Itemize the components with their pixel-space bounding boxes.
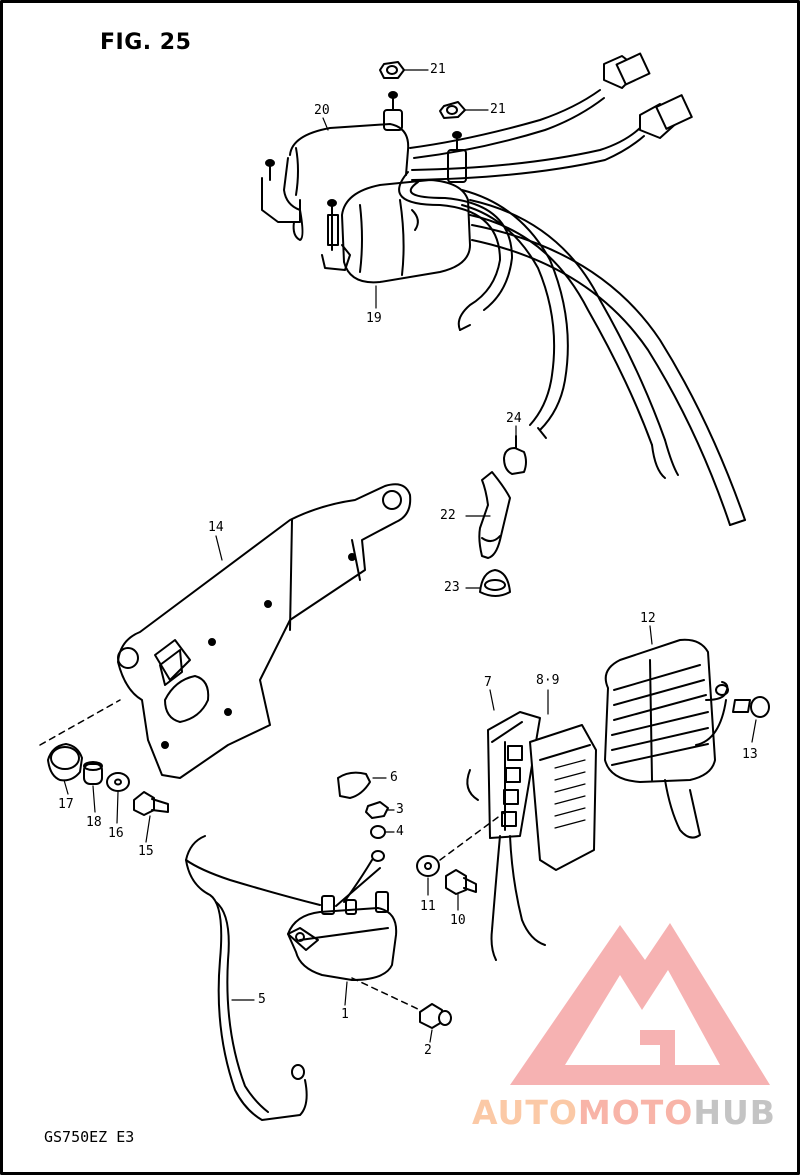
callout-11: 11 <box>420 899 436 914</box>
part-starter-relay-1 <box>287 850 421 1011</box>
figure-title: FIG. 25 <box>100 30 192 55</box>
part-nut-21b <box>439 101 466 119</box>
callout-6: 6 <box>390 770 398 785</box>
part-plug-cap-22 <box>478 471 511 559</box>
callout-8-9: 8·9 <box>536 673 560 688</box>
part-nut-3 <box>365 801 389 819</box>
watermark-triangle-mark <box>510 923 770 1085</box>
part-cap-6 <box>337 771 371 799</box>
callout-21b: 21 <box>490 102 506 117</box>
callout-3: 3 <box>396 802 404 817</box>
callout-18: 18 <box>86 815 102 830</box>
part-nut-21a <box>379 61 405 79</box>
leader-lines <box>63 69 757 1043</box>
part-washer-11 <box>416 811 506 877</box>
watermark-logo: AUTOMOTOHUB <box>470 915 790 1135</box>
callout-23: 23 <box>444 580 460 595</box>
callout-12: 12 <box>640 611 656 626</box>
part-screw-13 <box>732 696 770 718</box>
callout-2: 2 <box>424 1043 432 1058</box>
part-lead-wire-5 <box>185 835 321 1121</box>
part-bolt-15 <box>133 791 169 816</box>
callout-19: 19 <box>366 311 382 326</box>
watermark-auto: AUTO <box>472 1093 578 1132</box>
callout-24: 24 <box>506 411 522 426</box>
watermark-hub: HUB <box>693 1093 776 1132</box>
part-bracket-14 <box>39 483 412 779</box>
part-washer-4 <box>370 825 386 839</box>
callout-4: 4 <box>396 824 404 839</box>
callout-22: 22 <box>440 508 456 523</box>
callout-5: 5 <box>258 992 266 1007</box>
callout-16: 16 <box>108 826 124 841</box>
part-rectifier-12 <box>604 638 729 839</box>
part-fuse-box-7 <box>466 711 546 961</box>
watermark-wordmark: AUTOMOTOHUB <box>472 1093 776 1132</box>
callout-21a: 21 <box>430 62 446 77</box>
part-fuse-cover-89 <box>529 724 597 871</box>
part-screw-2 <box>419 1003 452 1029</box>
high-tension-cables <box>398 171 746 526</box>
watermark-moto: MOTO <box>577 1093 694 1132</box>
callout-1: 1 <box>341 1007 349 1022</box>
part-washer-16 <box>106 772 130 792</box>
part-seal-23 <box>479 569 511 597</box>
part-grommet-17 <box>47 743 83 782</box>
callout-14: 14 <box>208 520 224 535</box>
part-bolt-10 <box>445 869 477 895</box>
callout-10: 10 <box>450 913 466 928</box>
part-ignition-coil-19 <box>321 131 471 284</box>
model-code: GS750EZ E3 <box>44 1128 135 1146</box>
callout-7: 7 <box>484 675 492 690</box>
callout-20: 20 <box>314 103 330 118</box>
part-collar-18 <box>83 761 103 785</box>
coil-primary-leads <box>409 52 693 181</box>
part-cap-24 <box>503 435 527 475</box>
callout-13: 13 <box>742 747 758 762</box>
callout-17: 17 <box>58 797 74 812</box>
callout-15: 15 <box>138 844 154 859</box>
part-ignition-coil-20 <box>261 91 410 241</box>
